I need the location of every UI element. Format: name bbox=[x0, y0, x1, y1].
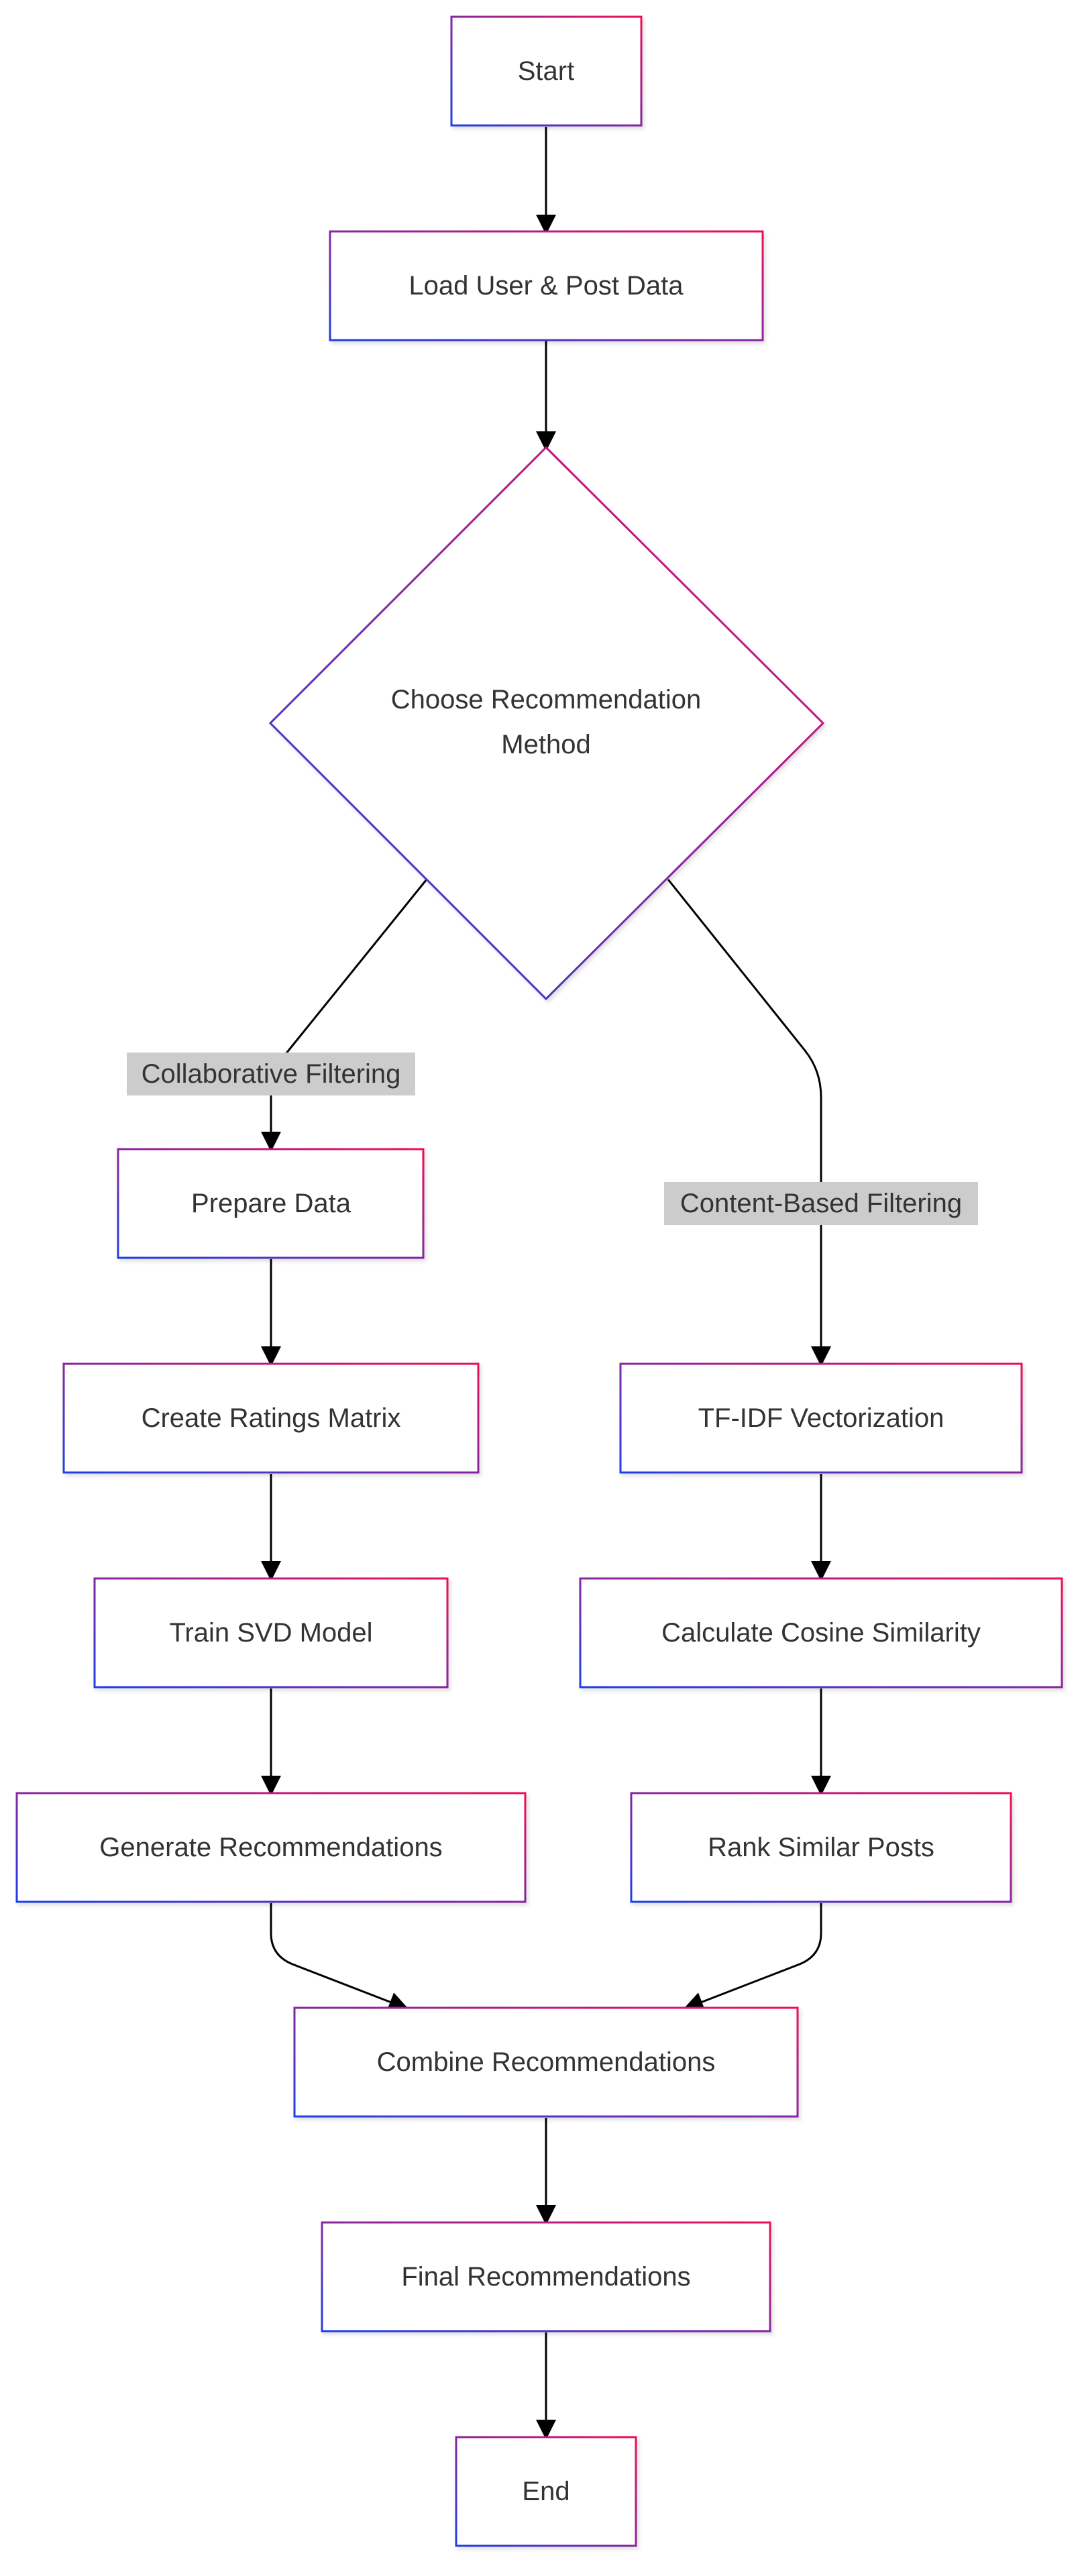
node-prepare-data-label: Prepare Data bbox=[191, 1189, 351, 1218]
node-load-data-label: Load User & Post Data bbox=[409, 271, 684, 301]
edge-label-content-based-filtering-text: Content-Based Filtering bbox=[680, 1189, 962, 1218]
edge-label-content-based-filtering: Content-Based Filtering bbox=[664, 1182, 978, 1225]
edge-choose-to-tfidf bbox=[667, 879, 831, 1366]
node-train-svd-model-label: Train SVD Model bbox=[169, 1618, 372, 1648]
node-create-ratings-matrix: Create Ratings Matrix bbox=[62, 1362, 480, 1474]
edge-rank-to-combine bbox=[683, 1903, 822, 2012]
edge-label-collaborative-filtering-text: Collaborative Filtering bbox=[142, 1059, 401, 1089]
node-choose-method-decision: Choose Recommendation Method bbox=[268, 445, 825, 1001]
node-rank-similar-posts-label: Rank Similar Posts bbox=[708, 1833, 934, 1862]
node-end: End bbox=[455, 2436, 637, 2547]
edge-generate-to-combine bbox=[270, 1903, 409, 2012]
node-generate-recommendations: Generate Recommendations bbox=[15, 1792, 527, 1903]
node-create-ratings-matrix-label: Create Ratings Matrix bbox=[142, 1403, 401, 1433]
node-load-data: Load User & Post Data bbox=[329, 230, 764, 341]
node-combine-recommendations-label: Combine Recommendations bbox=[377, 2047, 716, 2077]
node-start: Start bbox=[450, 15, 643, 127]
node-generate-recommendations-label: Generate Recommendations bbox=[99, 1833, 442, 1862]
node-final-recommendations: Final Recommendations bbox=[321, 2221, 771, 2332]
node-final-recommendations-label: Final Recommendations bbox=[401, 2262, 690, 2292]
edge-label-collaborative-filtering: Collaborative Filtering bbox=[127, 1053, 415, 1095]
node-train-svd-model: Train SVD Model bbox=[93, 1577, 449, 1688]
node-tfidf-vectorization-label: TF-IDF Vectorization bbox=[698, 1403, 944, 1433]
node-rank-similar-posts: Rank Similar Posts bbox=[630, 1792, 1012, 1903]
node-choose-method-label-line2: Method bbox=[501, 730, 590, 759]
node-choose-method-label-line1: Choose Recommendation bbox=[391, 685, 701, 714]
edge-choose-to-prepare-data bbox=[261, 879, 428, 1152]
node-calculate-cosine-similarity-label: Calculate Cosine Similarity bbox=[661, 1618, 981, 1648]
node-calculate-cosine-similarity: Calculate Cosine Similarity bbox=[579, 1577, 1063, 1688]
node-combine-recommendations: Combine Recommendations bbox=[293, 2006, 799, 2118]
node-start-label: Start bbox=[518, 56, 574, 86]
node-prepare-data: Prepare Data bbox=[117, 1148, 425, 1259]
node-end-label: End bbox=[522, 2477, 570, 2506]
node-tfidf-vectorization: TF-IDF Vectorization bbox=[619, 1362, 1023, 1474]
